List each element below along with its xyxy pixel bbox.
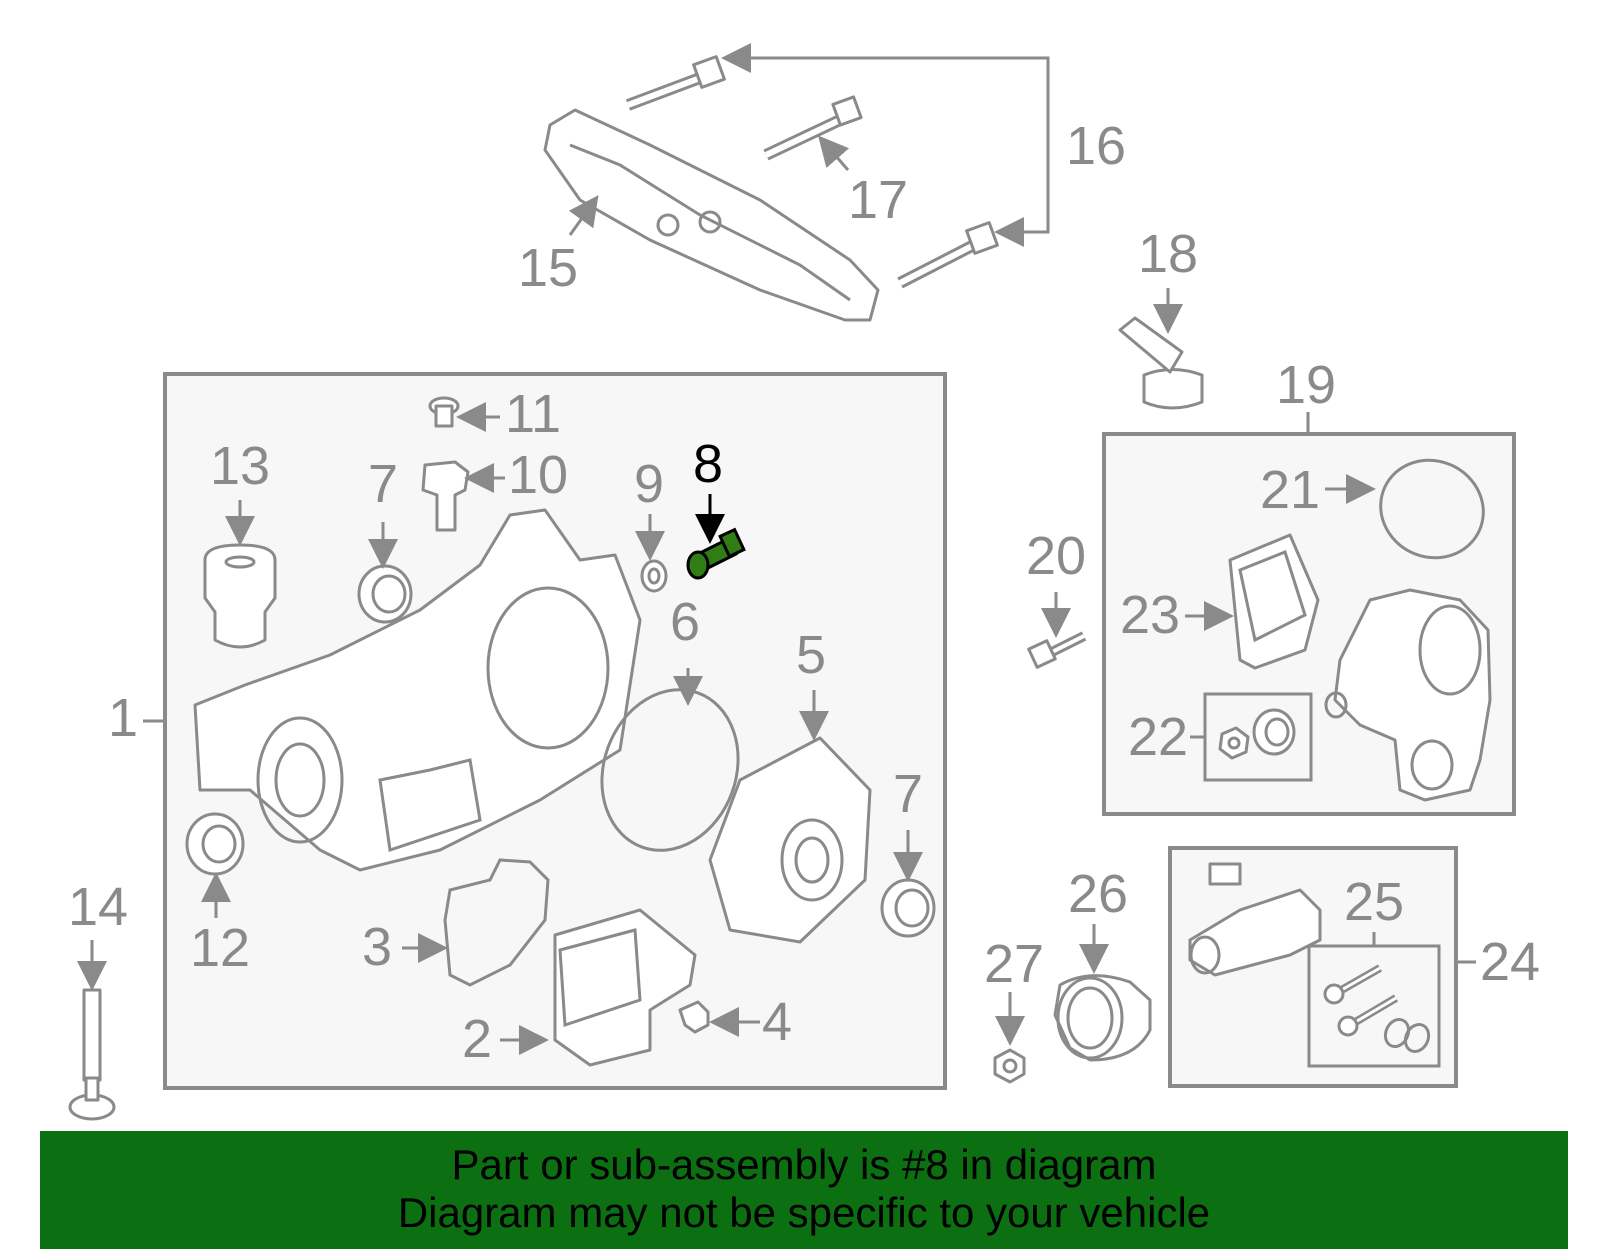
cup-26	[1053, 974, 1152, 1062]
bolt-16-bottom	[897, 221, 999, 289]
callout-13: 13	[210, 436, 270, 496]
callout-21: 21	[1260, 460, 1320, 520]
nut-27	[993, 1048, 1026, 1084]
callout-11: 11	[505, 384, 561, 444]
gasket-3	[443, 858, 550, 987]
seal-22	[1252, 708, 1296, 756]
sub-box-25	[1307, 944, 1441, 1068]
drain-plug-8-highlighted	[686, 527, 746, 580]
control-board-23	[1228, 533, 1320, 670]
callout-20: 20	[1026, 526, 1086, 586]
cover-5	[708, 736, 872, 944]
callout-8: 8	[693, 434, 723, 494]
leader-15	[568, 195, 599, 236]
o-ring-21	[1379, 458, 1485, 560]
breather-cap-18	[1118, 316, 1204, 410]
callout-14: 14	[68, 877, 128, 937]
callout-6: 6	[670, 592, 700, 652]
callout-10: 10	[508, 445, 568, 505]
banner-line-2: Diagram may not be specific to your vehi…	[397, 1189, 1211, 1236]
callout-19: 19	[1276, 355, 1336, 415]
callout-12: 12	[190, 918, 250, 978]
differential-housing	[193, 508, 642, 872]
callout-22: 22	[1128, 707, 1188, 767]
bolt-17	[763, 95, 863, 161]
callout-16: 16	[1066, 116, 1126, 176]
crossmember-bracket-15	[543, 108, 880, 322]
washer-9	[640, 559, 668, 593]
banner-line-1: Part or sub-assembly is #8 in diagram	[451, 1141, 1157, 1188]
callout-15: 15	[518, 238, 578, 298]
callout-23: 23	[1120, 585, 1180, 645]
callout-26: 26	[1068, 864, 1128, 924]
callout-5: 5	[796, 625, 826, 685]
solenoid-24	[1188, 862, 1322, 977]
control-module-2	[553, 908, 697, 1067]
actuator-motor-19	[1324, 588, 1492, 802]
info-banner: Part or sub-assembly is #8 in diagram Di…	[40, 1131, 1568, 1249]
callout-17: 17	[848, 170, 908, 230]
bolt-kit-25	[1323, 964, 1431, 1054]
bolt-20	[1027, 631, 1087, 669]
bolt-4	[678, 1000, 710, 1034]
callout-2: 2	[462, 1009, 492, 1069]
bushing-13	[203, 543, 277, 649]
sensor-10	[421, 460, 470, 532]
callout-18: 18	[1138, 224, 1198, 284]
oil-seal-7-lower	[880, 878, 936, 938]
callout-24: 24	[1480, 932, 1540, 992]
callout-7a: 7	[368, 454, 398, 514]
callout-7b: 7	[893, 764, 923, 824]
callout-25: 25	[1344, 872, 1404, 932]
bolt-16-top	[625, 55, 726, 111]
callout-3: 3	[362, 917, 392, 977]
callout-4: 4	[762, 992, 792, 1052]
callout-9: 9	[634, 454, 664, 514]
banner-background	[40, 1131, 1568, 1249]
leader-17	[818, 135, 850, 171]
callout-27: 27	[984, 934, 1044, 994]
callout-1: 1	[108, 688, 138, 748]
stud-14	[68, 988, 116, 1121]
nut-22	[1218, 726, 1250, 760]
oil-seal-12	[185, 812, 245, 876]
leader-16	[721, 43, 1050, 140]
oil-seal-7-upper	[357, 564, 413, 624]
